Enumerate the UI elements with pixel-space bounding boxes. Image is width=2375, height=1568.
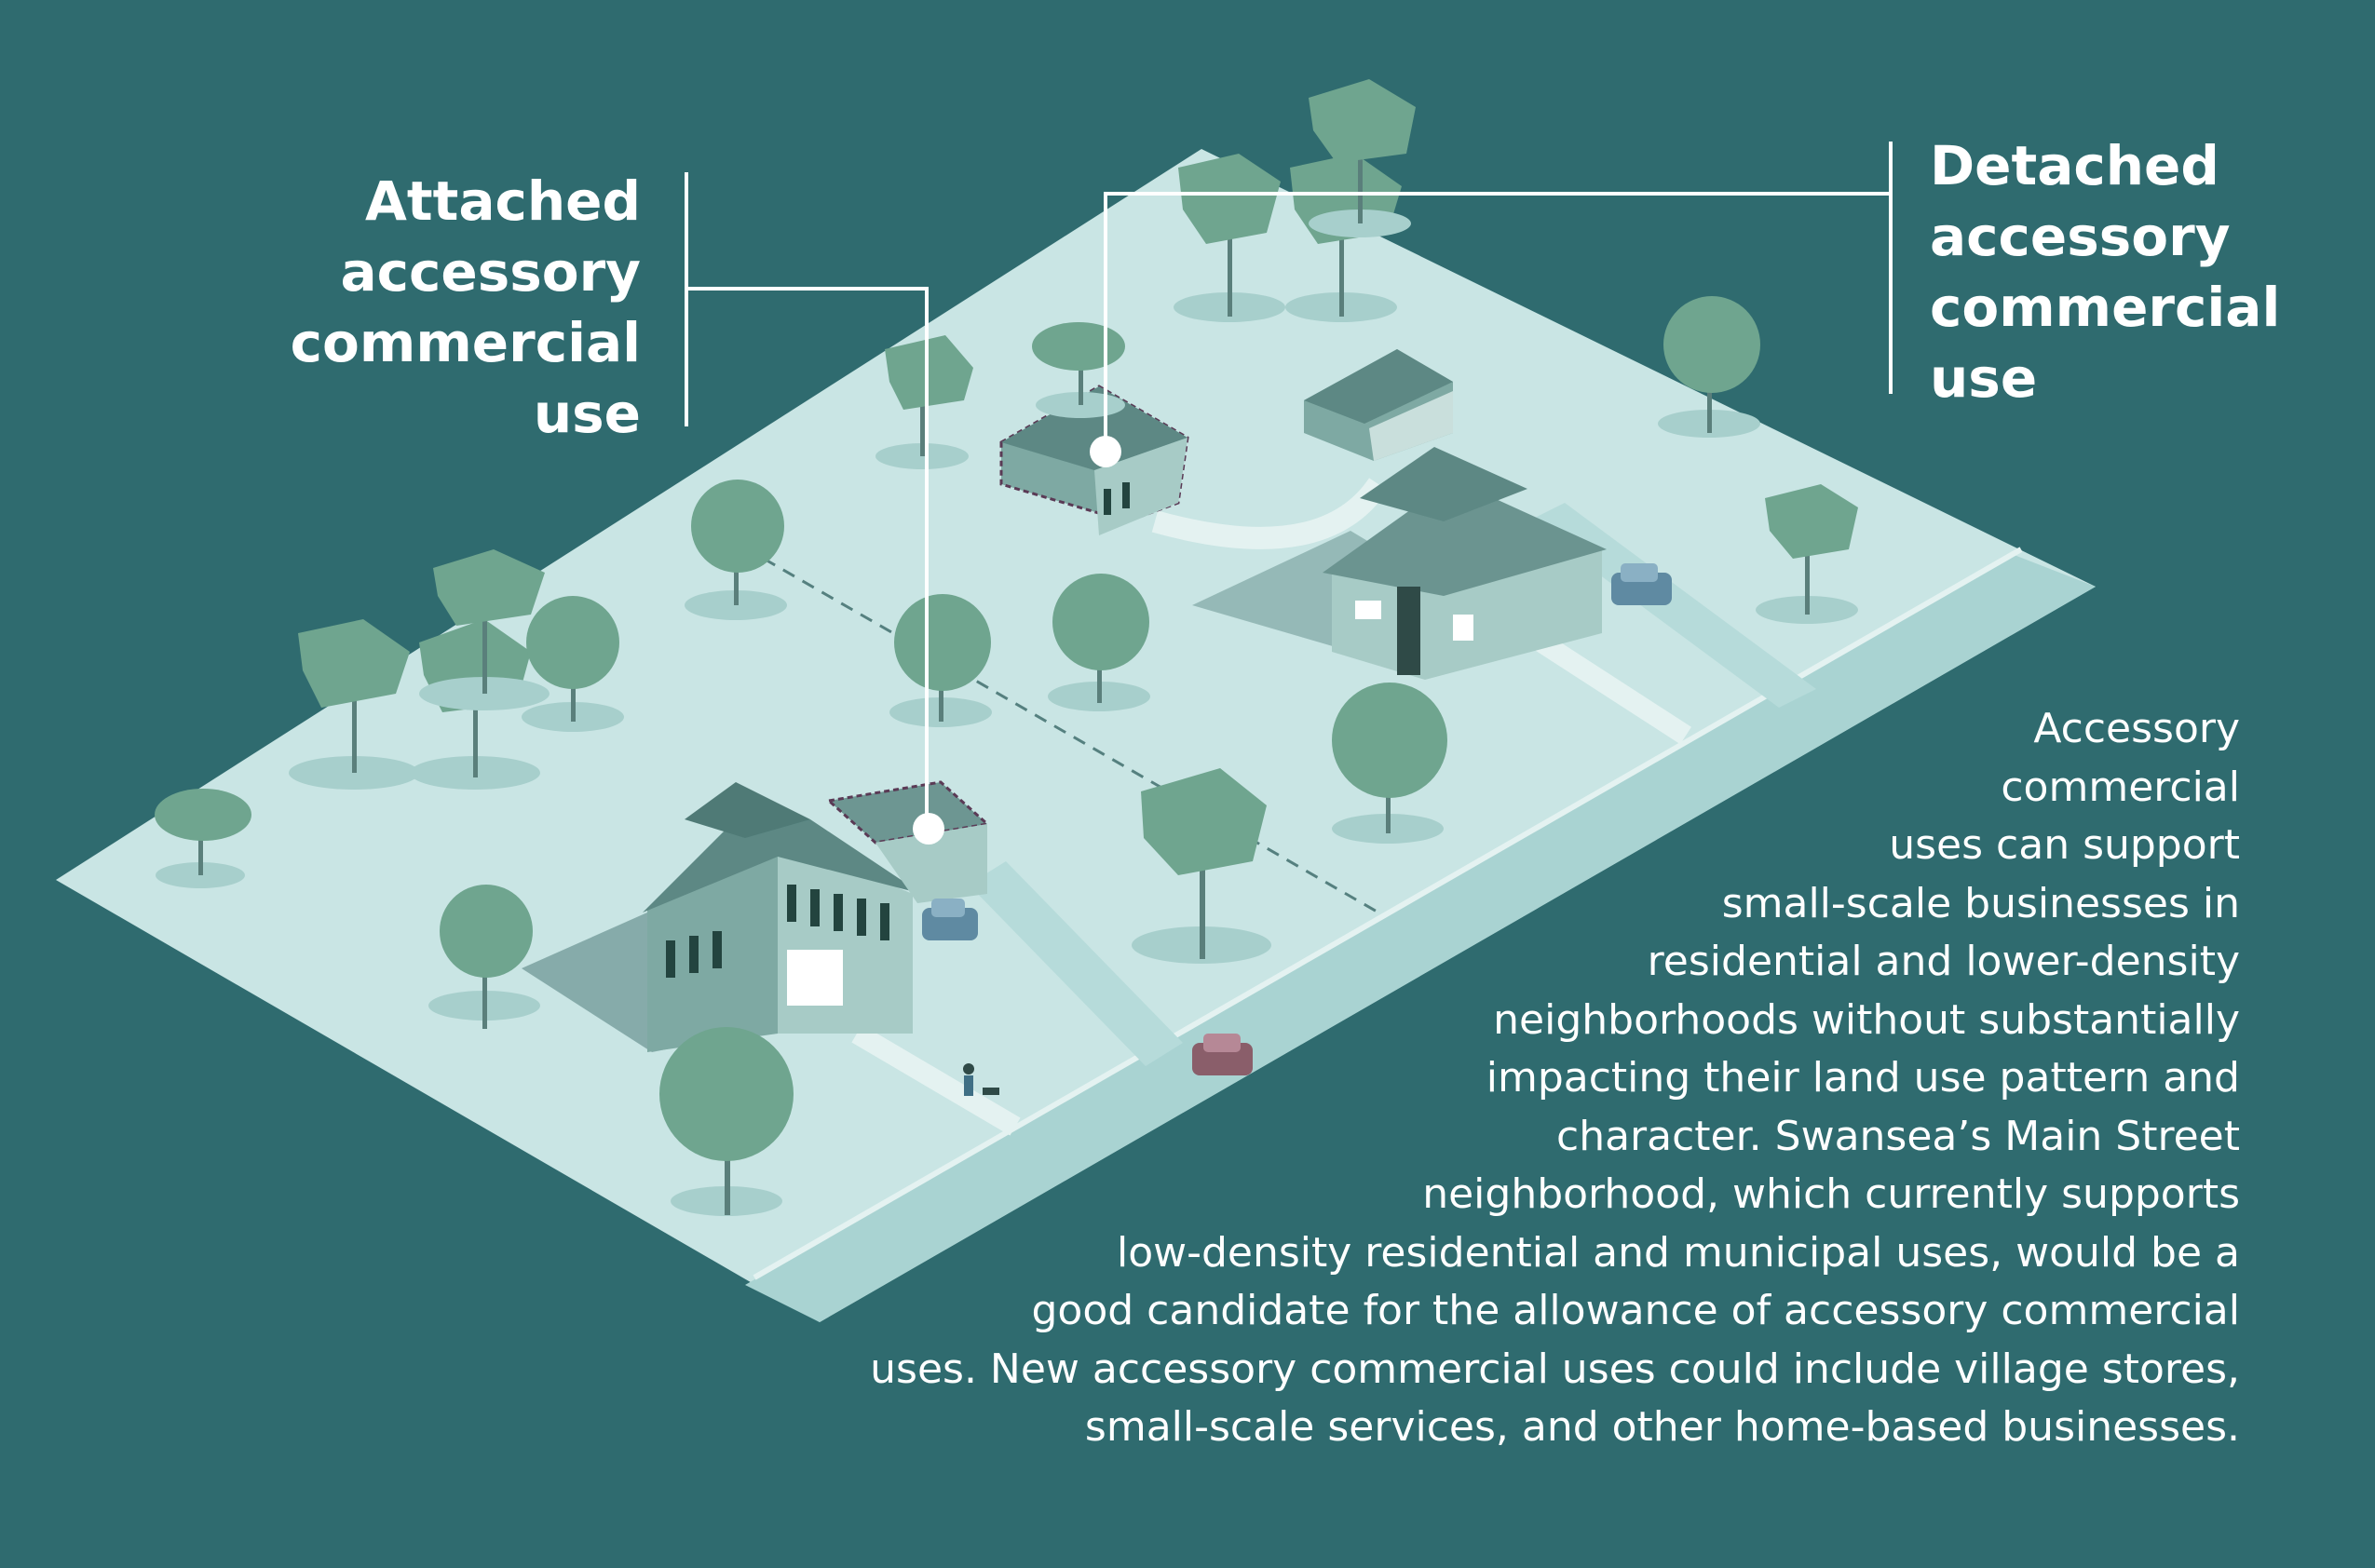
description-line: uses can support	[1889, 821, 2240, 869]
description-line: good candidate for the allowance of acce…	[1031, 1287, 2240, 1334]
tree-icon	[428, 885, 540, 1029]
tree-icon	[1174, 154, 1285, 322]
tree-icon	[1048, 574, 1150, 711]
location-pin-icon	[1090, 436, 1121, 467]
description-line: commercial	[2001, 763, 2240, 811]
description-line: impacting their land use pattern and	[1486, 1054, 2240, 1102]
label-line: commercial	[1930, 276, 2281, 339]
tree-icon	[289, 619, 419, 790]
walkway	[851, 1024, 1021, 1136]
sidewalk-edge	[753, 547, 2023, 1280]
description-line: neighborhoods without substantially	[1493, 995, 2240, 1044]
description-line: character. Swansea’s Main Street	[1556, 1112, 2240, 1160]
description-line: small-scale services, and other home-bas…	[1084, 1403, 2240, 1451]
label-line: accessory	[1930, 205, 2231, 268]
tree-icon	[1658, 296, 1760, 438]
description-line: uses. New accessory commercial uses coul…	[870, 1345, 2240, 1393]
ground-parcel	[56, 149, 2096, 1322]
tree-icon	[1132, 768, 1271, 964]
detached-accessory-commercial-use-label: Detached accessory commercial use	[1930, 130, 2340, 413]
sidewalk-strip	[745, 554, 2096, 1322]
tree-icon	[685, 480, 787, 620]
description-line: residential and lower-density	[1647, 938, 2240, 985]
driveway-front	[969, 861, 1183, 1066]
detached-leader-line	[1104, 142, 1893, 452]
tree-icon	[889, 594, 992, 727]
attached-house-icon	[643, 780, 991, 1052]
tree-icon	[1032, 322, 1125, 418]
tree-icon	[659, 1027, 794, 1216]
tree-icon	[1332, 683, 1447, 844]
description-line: small-scale businesses in	[1721, 879, 2240, 927]
garage-icon	[1304, 349, 1453, 461]
label-line: commercial	[290, 311, 641, 374]
label-line: accessory	[340, 240, 641, 304]
attached-leader-line	[685, 172, 929, 829]
description-text: Accessory commercial uses can support sm…	[750, 700, 2240, 1457]
label-line: use	[1930, 346, 2038, 410]
lot-line	[763, 557, 1379, 914]
tree-icon	[155, 789, 251, 888]
label-line: Detached	[1930, 134, 2219, 197]
label-line: Attached	[364, 169, 641, 233]
car-icon	[1611, 563, 1672, 605]
tree-icon	[522, 596, 624, 732]
garage-path	[1151, 478, 1388, 549]
car-icon	[922, 899, 978, 940]
tree-icon	[419, 549, 550, 710]
main-house-icon	[1323, 447, 1607, 680]
walkway	[1522, 624, 1691, 745]
description-line: Accessory	[2033, 705, 2240, 752]
tree-icon	[1756, 484, 1858, 624]
label-line: use	[533, 382, 641, 445]
car-icon	[1192, 1034, 1253, 1075]
person-with-dog-icon	[963, 1063, 999, 1096]
location-pin-icon	[913, 813, 944, 845]
attached-accessory-commercial-use-label: Attached accessory commercial use	[250, 166, 641, 449]
tree-icon	[875, 335, 973, 469]
description-line: low-density residential and municipal us…	[1116, 1228, 2240, 1277]
tree-icon	[1309, 79, 1416, 237]
description-line: neighborhood, which currently supports	[1422, 1170, 2240, 1218]
